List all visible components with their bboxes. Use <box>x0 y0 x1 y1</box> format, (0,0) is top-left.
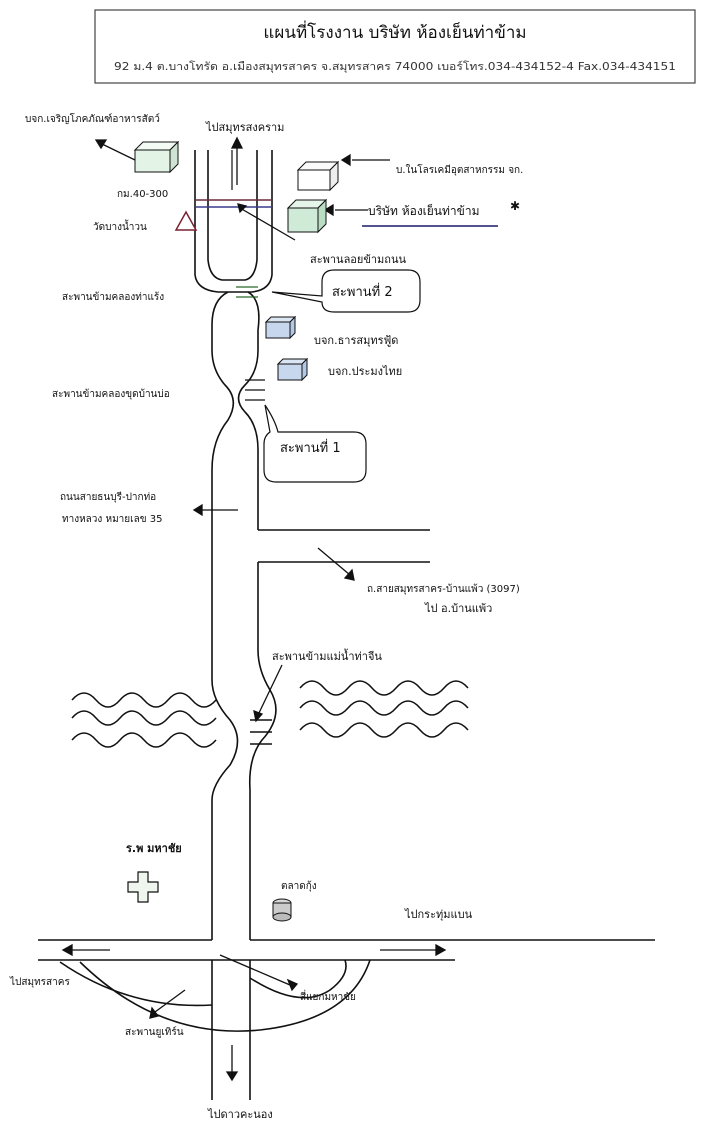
tha-chin-river <box>71 680 469 748</box>
road-3097 <box>258 529 430 563</box>
building-icon-tarn-samut <box>264 315 297 340</box>
label-road-thonburi-2: ทางหลวง หมายเลข 35 <box>62 514 162 525</box>
label-to-samut-sakhon: ไปสมุทรสาคร <box>9 976 70 988</box>
map-title: แผนที่โรงงาน บริษัท ห้องเย็นท่าข้าม <box>263 20 526 43</box>
callout-bridge-1-label: สะพานที่ 1 <box>280 439 341 456</box>
callout-bridge-2: สะพานที่ 2 <box>271 269 421 313</box>
building-icon-neighbor <box>296 160 340 192</box>
river-bridge-marks <box>250 719 272 745</box>
label-company-nw: บจก.เจริญโภคภัณฑ์อาหารสัตว์ <box>25 112 160 125</box>
label-target-company: บริษัท ห้องเย็นท่าข้าม <box>368 203 480 218</box>
label-hospital: ร.พ มหาชัย <box>126 842 182 855</box>
label-to-north: ไปสมุทรสงคราม <box>205 121 284 134</box>
building-icon-pramong <box>276 357 309 382</box>
label-neighbor-company: บ.ในโลรเคมีอุตสาหกรรม จก. <box>396 163 523 176</box>
callout-bridge-1: สะพานที่ 1 <box>263 404 367 483</box>
label-ekachai-bridge: สะพานยูเทิร์น <box>125 1026 184 1038</box>
building-icon-cp-feed <box>133 140 180 174</box>
temple-icon <box>174 210 198 231</box>
label-overpass: สะพานลอยข้ามถนน <box>310 253 406 266</box>
market-icon <box>272 898 292 922</box>
label-mahachai-intersection: สี่แยกมหาชัย <box>300 989 356 1003</box>
header-box: แผนที่โรงงาน บริษัท ห้องเย็นท่าข้าม 92 ม… <box>94 9 696 84</box>
building-icon-target-company <box>286 198 328 234</box>
label-to-krathum-baen: ไปกระทุ่มแบน <box>404 908 473 921</box>
bridge-2-marks <box>236 286 258 298</box>
label-market: ตลาดกุ้ง <box>281 880 317 892</box>
overpass-lines <box>195 199 272 208</box>
label-km-marker: กม.40-300 <box>117 189 168 200</box>
label-road-thonburi-1: ถนนสายธนบุรี-ปากท่อ <box>60 491 156 503</box>
bridge-1-marks <box>245 379 265 401</box>
direction-arrows <box>61 136 447 1082</box>
label-company-seafood: บจก.ธารสมุทรฟู้ด <box>314 334 398 347</box>
mahachai-intersection-roads <box>38 939 655 1100</box>
hospital-icon <box>127 871 159 903</box>
label-company-pramong: บจก.ประมงไทย <box>328 365 402 378</box>
label-road-banphaeo: ถ.สายสมุทรสาคร-บ้านแพ้ว (3097) <box>367 583 520 595</box>
label-bridge-canal-2: สะพานข้ามคลองขุดบ้านบ่อ <box>52 388 170 400</box>
company-address: 92 ม.4 ต.บางโทรัด อ.เมืองสมุทรสาคร จ.สมุ… <box>114 60 676 73</box>
label-to-banphaeo: ไป อ.บ้านแพ้ว <box>424 602 492 615</box>
label-bridge-canal-1: สะพานข้ามคลองท่าแร้ง <box>62 291 164 303</box>
label-to-south: ไปดาวคะนอง <box>207 1108 273 1121</box>
highway-35 <box>194 150 277 940</box>
label-bridge-river: สะพานข้ามแม่น้ำท่าจีน <box>272 648 382 663</box>
star-icon: ✱ <box>510 199 520 213</box>
svg-text:✱: ✱ <box>510 199 520 213</box>
callout-bridge-2-label: สะพานที่ 2 <box>332 283 393 300</box>
label-temple: วัดบางน้ำวน <box>93 219 147 233</box>
